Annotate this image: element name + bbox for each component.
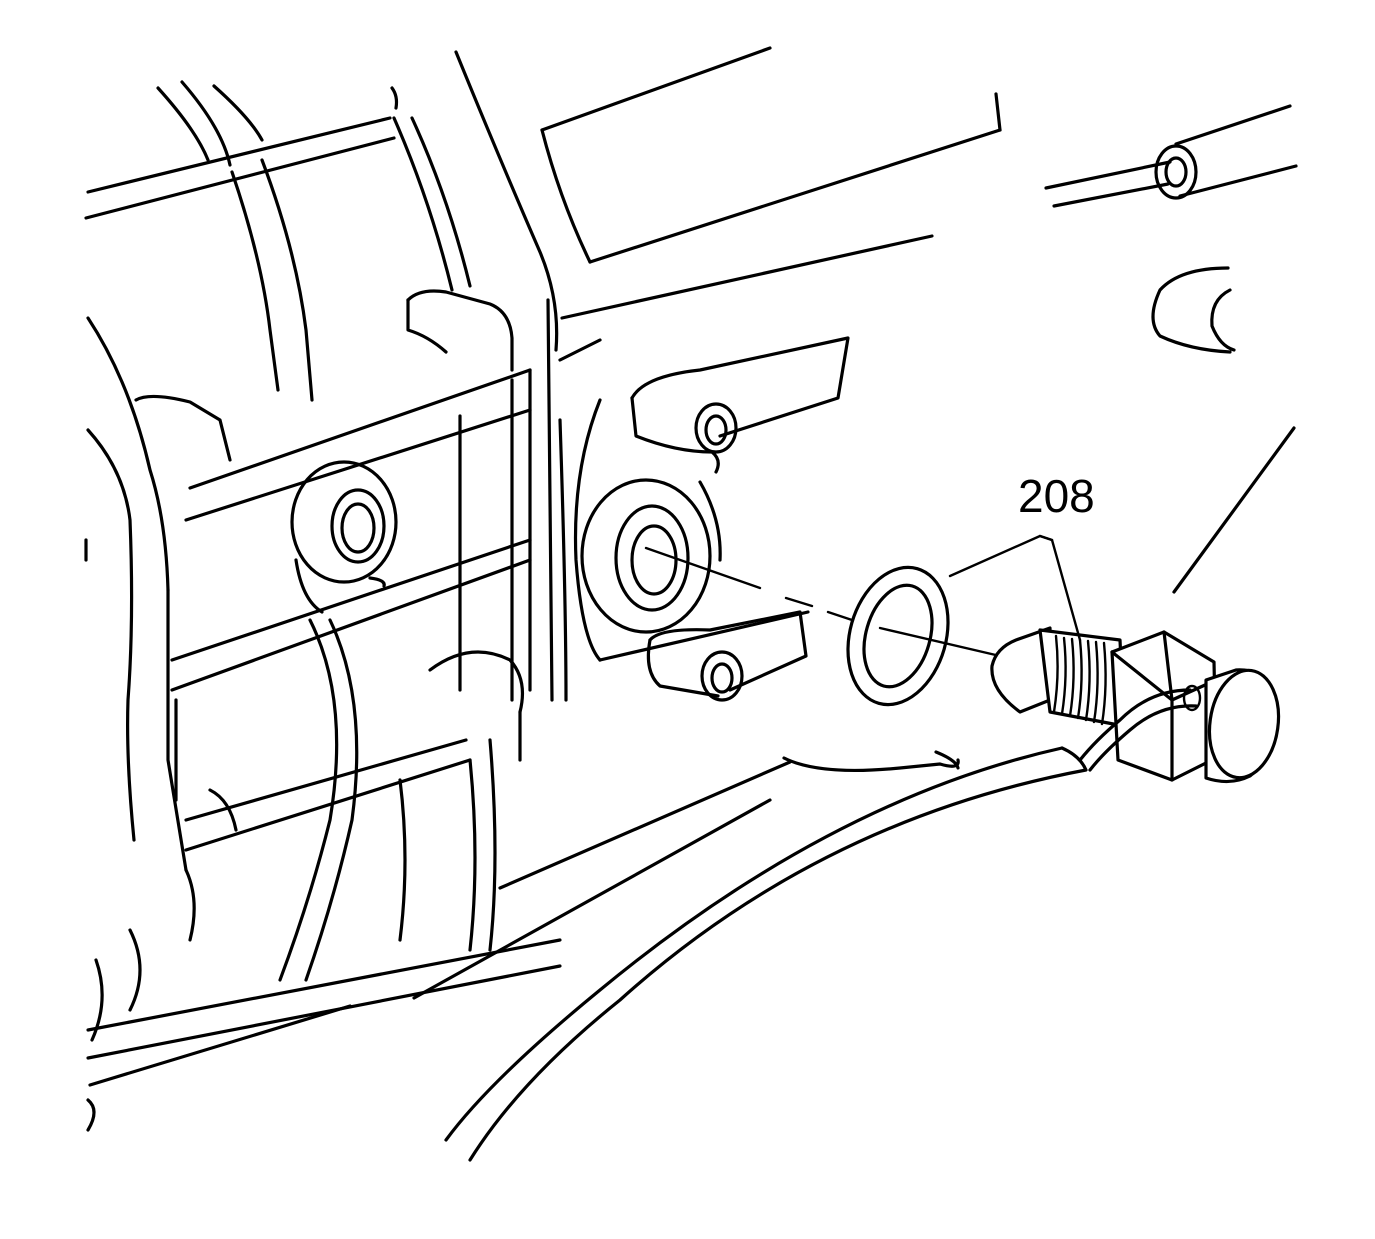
callout-label-208: 208 [1018, 470, 1095, 522]
seal-o-ring [846, 565, 950, 707]
callout-208: 208 [948, 470, 1095, 642]
speed-sensor [444, 626, 1281, 1162]
alignment-line [644, 546, 1002, 658]
cooler-pipes [1044, 104, 1298, 594]
transmission-case [84, 50, 792, 1132]
case-mount-area [540, 46, 1002, 773]
